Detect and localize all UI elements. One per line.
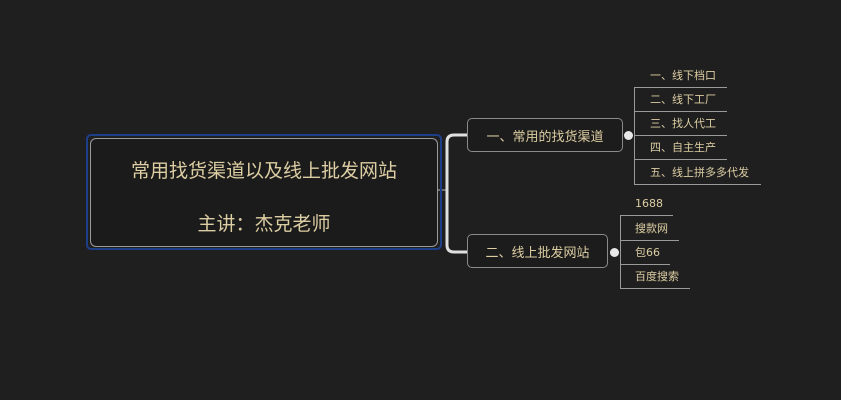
leaf-node[interactable]: 百度搜索	[620, 267, 690, 289]
root-subtitle: 主讲：杰克老师	[197, 213, 331, 235]
leaf-node[interactable]: 1688	[620, 194, 673, 216]
collapse-toggle-2[interactable]	[610, 248, 619, 257]
root-title: 常用找货渠道以及线上批发网站	[130, 160, 397, 182]
branch-node-2[interactable]: 二、线上批发网站	[467, 234, 608, 268]
root-node[interactable]: 常用找货渠道以及线上批发网站 主讲：杰克老师	[90, 138, 438, 247]
branch-node-1[interactable]: 一、常用的找货渠道	[467, 118, 623, 152]
leaf-node[interactable]: 二、线下工厂	[634, 90, 727, 112]
collapse-toggle-1[interactable]	[624, 131, 633, 140]
leaf-node[interactable]: 四、自主生产	[634, 138, 727, 160]
root-node-selection[interactable]	[86, 134, 442, 250]
leaf-node[interactable]: 一、线下档口	[634, 66, 727, 88]
leaf-node[interactable]: 五、线上拼多多代发	[634, 163, 761, 185]
leaf-node[interactable]: 三、找人代工	[634, 114, 727, 136]
leaf-node[interactable]: 搜款网	[620, 219, 679, 241]
leaf-node[interactable]: 包66	[620, 243, 670, 265]
leaf-connector-2	[620, 215, 621, 289]
